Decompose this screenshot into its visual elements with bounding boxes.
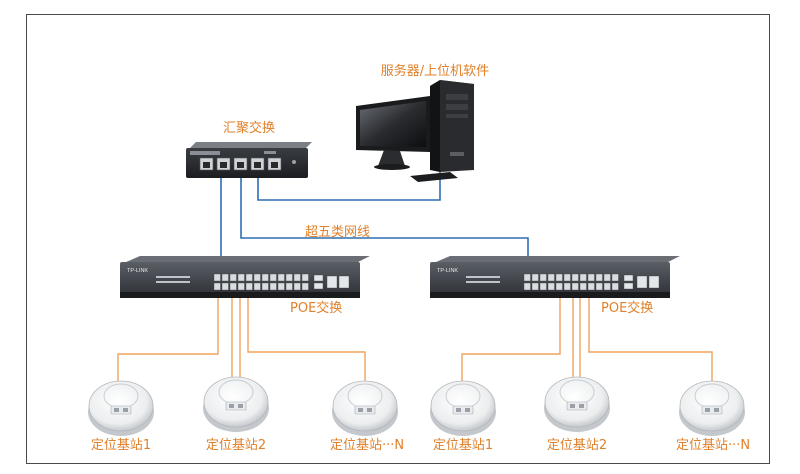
aggregation-switch-device xyxy=(186,142,312,178)
base-station-n-device xyxy=(332,380,398,436)
poe-right-brand: TP-LINK xyxy=(437,268,458,274)
poe-left-brand: TP-LINK xyxy=(127,268,148,274)
station-1b-label: 定位基站1 xyxy=(432,438,494,453)
base-station-2-device xyxy=(203,376,269,432)
poe-switch-right-device: TP-LINK xyxy=(430,256,680,298)
station-1-label: 定位基站1 xyxy=(90,438,152,453)
base-station-1-device xyxy=(88,380,154,436)
server-label: 服务器/上位机软件 xyxy=(380,64,490,79)
diagram-frame xyxy=(26,14,770,464)
cable-left-to-station-1 xyxy=(117,296,219,382)
station-cables xyxy=(117,296,713,382)
poe-switch-right-label: POE交换 xyxy=(601,301,654,316)
station-nb-label: 定位基站···N xyxy=(675,438,751,453)
poe-switch-left-device: TP-LINK xyxy=(120,256,370,298)
cable-left-to-station-n xyxy=(247,296,366,382)
station-2-label: 定位基站2 xyxy=(205,438,267,453)
aggregation-switch-label: 汇聚交换 xyxy=(222,121,276,136)
base-station-1b-device xyxy=(430,380,496,436)
poe-switch-left-label: POE交换 xyxy=(290,301,343,316)
cable-type-label: 超五类网线 xyxy=(305,225,371,240)
station-2b-label: 定位基站2 xyxy=(546,438,608,453)
cable-right-to-station-n xyxy=(588,296,713,382)
cable-agg-to-server xyxy=(257,168,441,201)
server-computer-device xyxy=(356,80,474,182)
cable-right-to-station-1 xyxy=(461,296,561,382)
base-station-nb-device xyxy=(679,380,745,436)
base-station-2b-device xyxy=(544,376,610,432)
station-n-label: 定位基站···N xyxy=(329,438,405,453)
